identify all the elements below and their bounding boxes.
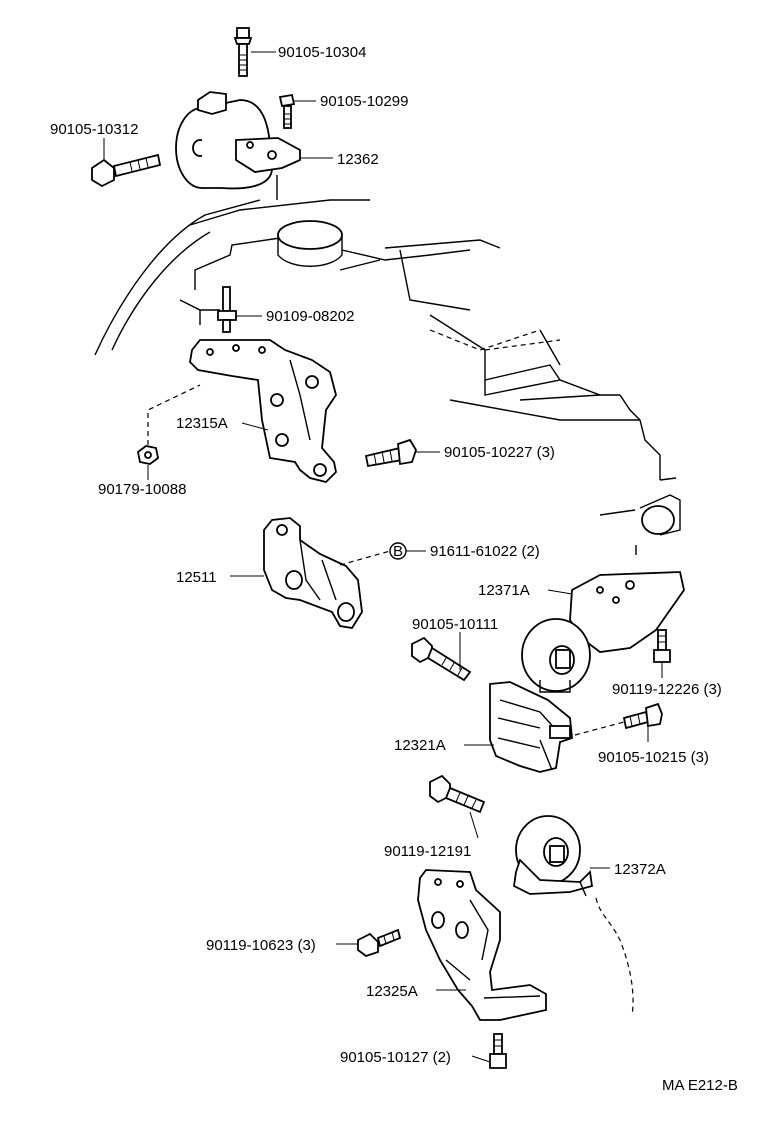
callout-90105-10312: 90105-10312 [50,121,138,138]
figure-code: MA E212-B [662,1077,738,1094]
part-12372A-mount[interactable] [513,815,594,897]
callout-90119-12191: 90119-12191 [384,843,471,860]
part-12321A-mount[interactable] [489,681,573,773]
callout-12511: 12511 [176,569,217,586]
callout-90109-08202: 90109-08202 [266,308,354,325]
leader-dashed-12321A-bolt [574,721,625,736]
callout-90119-12226: 90119-12226 (3) [612,681,722,698]
callout-12325A: 12325A [366,983,418,1000]
bolt-90105-10299[interactable] [278,93,296,129]
callout-labels: 90105-10304 90105-10299 90105-10312 1236… [50,44,738,1094]
leader-dashed-12315A-nut [147,384,201,445]
callout-12362: 12362 [337,151,379,168]
callout-12372A: 12372A [614,861,666,878]
callout-90105-10127: 90105-10127 (2) [340,1049,451,1066]
part-12362-top-mount[interactable] [175,91,301,200]
part-12315A-bracket[interactable] [189,339,337,483]
callout-12315A: 12315A [176,415,228,432]
part-12511-bracket[interactable] [263,517,363,629]
callout-90119-10623: 90119-10623 (3) [206,937,316,954]
bolt-90105-10227[interactable] [364,438,417,468]
callout-90179-10088: 90179-10088 [98,481,186,498]
leader-dashed-12511-b [339,550,391,566]
part-12371A-mount[interactable] [521,571,685,693]
callout-91611-61022: 91611-61022 (2) [430,543,540,560]
bolt-90119-12191[interactable] [429,774,486,814]
bolt-90105-10111[interactable] [411,636,472,682]
nut-90179-10088[interactable] [137,445,159,465]
callout-90105-10304: 90105-10304 [278,44,366,61]
callout-90105-10215: 90105-10215 (3) [598,749,709,766]
callout-12321A: 12321A [394,737,446,754]
part-12325A-bracket[interactable] [417,869,547,1021]
bolt-90105-10312[interactable] [91,153,162,188]
callout-90105-10111: 90105-10111 [412,616,498,633]
callout-90105-10227: 90105-10227 (3) [444,444,555,461]
bolt-90105-10215[interactable] [622,702,663,730]
callout-90105-10299: 90105-10299 [320,93,408,110]
bolt-90105-10304[interactable] [233,27,253,77]
leader-dashed-12372A [595,897,634,1016]
marker-b-text: B [393,543,403,560]
bolt-90119-12226[interactable] [653,629,671,663]
engine-block-outline [94,199,681,555]
bolt-90119-10623[interactable] [357,928,402,958]
callout-12371A: 12371A [478,582,530,599]
leader-lines [103,51,663,1063]
marker-b-circle: B [389,542,407,560]
bolt-90105-10127[interactable] [489,1033,507,1069]
stud-90109-08202[interactable] [217,286,237,333]
